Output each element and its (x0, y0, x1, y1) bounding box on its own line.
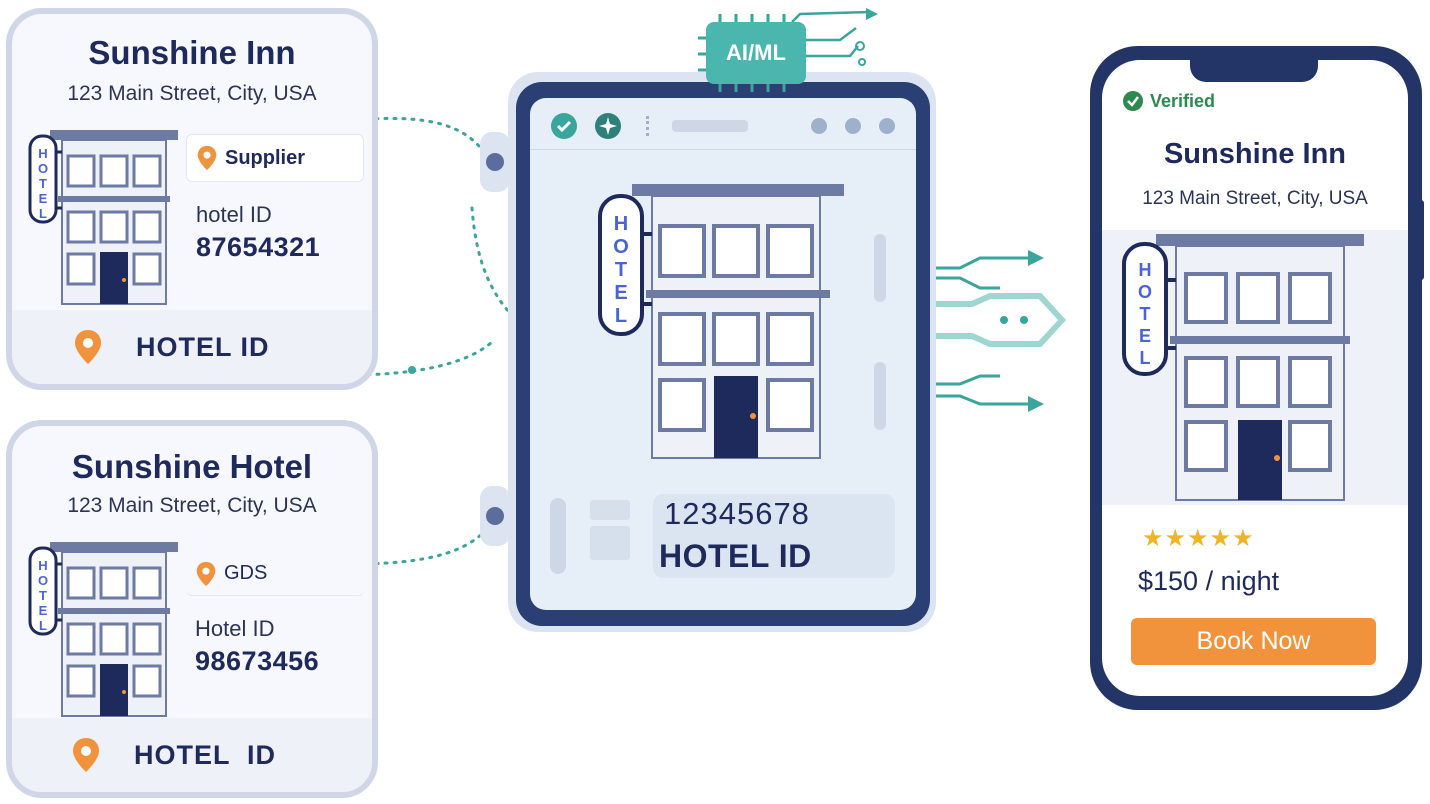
listing-card-supplier: Sunshine Inn 123 Main Street, City, USA … (6, 8, 378, 390)
footer-label: HOTEL ID (136, 331, 270, 362)
phone-side-button (1418, 200, 1424, 280)
source-label: GDS (224, 562, 268, 584)
book-now-button[interactable]: Book Now (1131, 618, 1376, 665)
unified-id-box (653, 494, 895, 578)
price-per-night: $150 / night (1138, 566, 1280, 596)
scroll-bar[interactable] (874, 362, 886, 430)
gear-icon (595, 113, 621, 139)
id-value: 87654321 (196, 232, 321, 262)
id-value: 98673456 (195, 646, 320, 676)
verified-label: Verified (1150, 90, 1216, 111)
listing-footer: HOTEL ID (12, 718, 372, 792)
chip-label: AI/ML (726, 40, 786, 65)
source-tag-gds: GDS (186, 552, 364, 596)
location-pin-icon (197, 145, 217, 171)
scroll-bar[interactable] (874, 234, 886, 302)
phone-notch (1190, 54, 1318, 82)
listing-address: 123 Main Street, City, USA (67, 494, 317, 517)
verified-check-icon (1123, 91, 1143, 111)
location-pin-icon (73, 738, 99, 772)
chip-pins (698, 14, 786, 92)
verified-badge: Verified (1122, 90, 1215, 112)
id-label: hotel ID (196, 202, 272, 227)
location-pin-icon (196, 561, 216, 586)
toolbar-divider (646, 116, 649, 136)
source-label: Supplier (225, 146, 306, 169)
footer-label: HOTEL ID (134, 739, 277, 770)
unified-id-label: HOTEL ID (659, 538, 812, 574)
star-rating: ★★★★★ (1142, 525, 1255, 552)
placeholder-block (590, 500, 630, 520)
tablet-toolbar (530, 98, 916, 150)
placeholder-block (590, 540, 630, 560)
window-control-dot[interactable] (845, 118, 861, 134)
id-label: Hotel ID (195, 616, 275, 641)
address-bar[interactable] (672, 120, 748, 132)
listing-name: Sunshine Inn (88, 34, 296, 71)
listing-name: Sunshine Hotel (71, 448, 313, 485)
location-pin-icon (75, 330, 101, 364)
listing-footer: HOTEL ID (12, 310, 372, 384)
side-panel-bar (550, 498, 566, 574)
ai-ml-chip: AI/ML (706, 22, 806, 84)
source-tag-supplier: Supplier (186, 134, 364, 182)
phone-hotel-name: Sunshine Inn (1163, 138, 1347, 170)
listing-address: 123 Main Street, City, USA (67, 82, 317, 105)
check-icon (551, 113, 577, 139)
phone-hotel-address: 123 Main Street, City, USA (1142, 188, 1368, 209)
window-control-dot[interactable] (879, 118, 895, 134)
unified-id-value: 12345678 (664, 496, 810, 531)
window-control-dot[interactable] (811, 118, 827, 134)
